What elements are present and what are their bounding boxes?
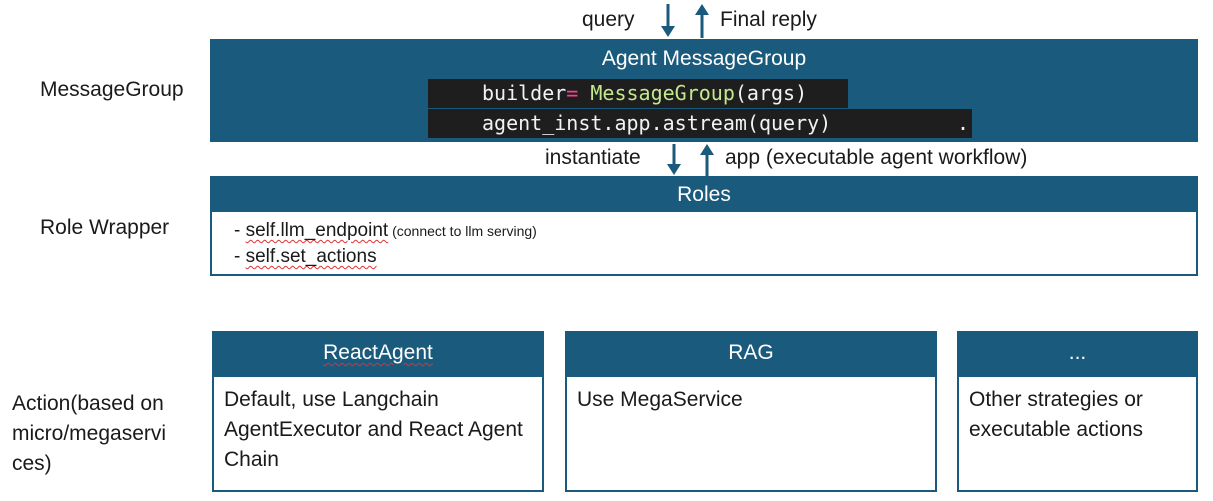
down-arrow-icon [660,4,676,38]
messagegroup-side-label: MessageGroup [40,78,184,101]
card-rag-title: RAG [728,341,774,364]
query-label: query [582,8,635,31]
up-arrow-icon [694,4,710,38]
code-line-builder: builder= MessageGroup(args) [428,79,848,108]
code-tail: . [957,111,970,135]
instantiate-label: instantiate [545,146,641,169]
roles-item2-code: self.set_actions [245,246,377,267]
card-other-text: Other strategies or executable actions [969,388,1143,441]
code-operator: = [566,81,579,105]
roles-item1-prefix: - [234,220,246,241]
card-other-header: ... [957,331,1198,375]
code-func: MessageGroup [590,81,735,105]
action-side-label-1: Action(based on [12,392,164,415]
code-var: builder [482,81,567,105]
code-args: (args) [734,81,808,105]
roles-item1-code: self.llm_endpoint [245,220,389,241]
code-line-astream: agent_inst.app.astream(query). [428,109,972,138]
instantiate-down-arrow-icon [666,144,682,176]
card-react-agent-body: Default, use Langchain AgentExecutor and… [212,375,544,492]
roles-item1-note: (connect to llm serving) [388,223,537,239]
card-react-agent-title: ReactAgent [323,341,433,364]
roles-item-llm-endpoint: - self.llm_endpoint (connect to llm serv… [234,220,537,242]
card-other-title: ... [1068,341,1087,364]
card-react-agent-header: ReactAgent [212,331,544,375]
app-up-arrow-icon [699,144,715,176]
card-rag-text: Use MegaService [577,388,743,411]
final-reply-label: Final reply [720,8,817,31]
app-label: app (executable agent workflow) [725,146,1028,169]
card-rag-body: Use MegaService [565,375,937,492]
action-side-label-3: ces) [12,452,52,475]
roles-title: Roles [212,178,1196,212]
role-wrapper-side-label: Role Wrapper [40,216,170,239]
roles-box: Roles - self.llm_endpoint (connect to ll… [210,176,1198,276]
card-other-body: Other strategies or executable actions [957,375,1198,492]
messagegroup-title: Agent MessageGroup [601,47,807,70]
action-side-label-2: micro/megaservi [12,422,167,445]
card-rag-header: RAG [565,331,937,375]
card-react-agent-text: Default, use Langchain AgentExecutor and… [224,388,523,471]
roles-item2-prefix: - [234,246,246,267]
roles-item-set-actions: - self.set_actions [234,246,377,268]
code-call: agent_inst.app.astream(query) [482,111,832,135]
